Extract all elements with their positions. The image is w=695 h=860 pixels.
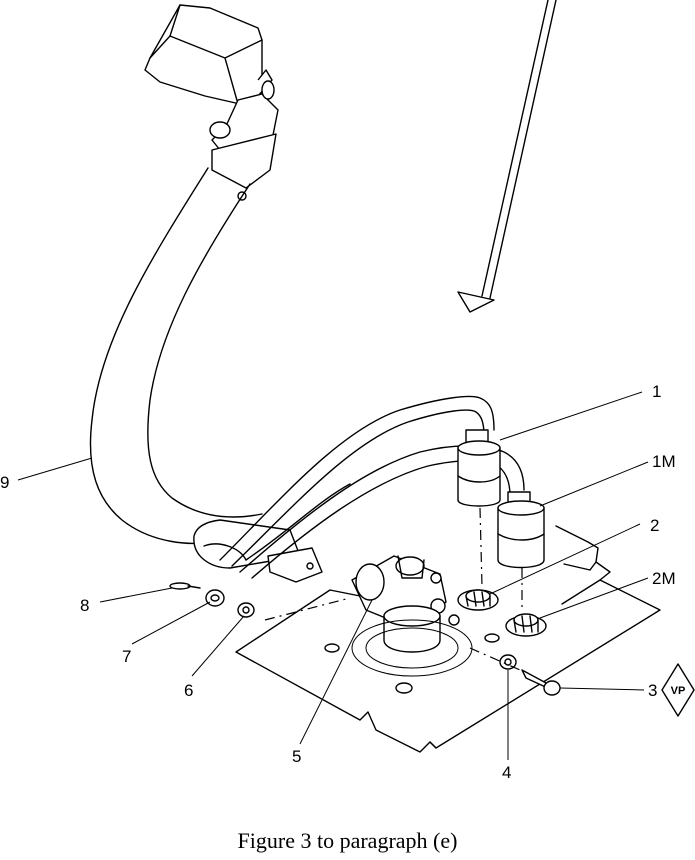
hardware-8-pin bbox=[169, 582, 201, 590]
callout-1m: 1M bbox=[652, 452, 676, 471]
leader-lines bbox=[17, 391, 649, 760]
callout-7: 7 bbox=[122, 647, 131, 666]
valve-bracket bbox=[351, 555, 473, 677]
callout-3: 3 bbox=[648, 681, 657, 700]
callout-5: 5 bbox=[292, 747, 301, 766]
vp-label: VP bbox=[671, 685, 686, 697]
sensor-1m bbox=[497, 491, 545, 569]
callout-4: 4 bbox=[502, 763, 511, 782]
nozzle-body bbox=[144, 4, 279, 201]
figure-caption: Figure 3 to paragraph (e) bbox=[237, 828, 458, 853]
vp-symbol: VP bbox=[661, 663, 695, 717]
callout-2: 2 bbox=[650, 516, 659, 535]
hardware-4-washer bbox=[499, 654, 517, 670]
fitting-2 bbox=[457, 589, 499, 611]
sensor-1 bbox=[457, 429, 501, 507]
base-plate bbox=[235, 525, 661, 753]
centerline-1 bbox=[479, 507, 483, 587]
small-hoses bbox=[219, 395, 525, 579]
main-hose bbox=[89, 167, 323, 583]
callout-6: 6 bbox=[184, 681, 193, 700]
hardware-3-bolt bbox=[469, 647, 561, 696]
callout-1: 1 bbox=[652, 382, 661, 401]
callout-2m: 2M bbox=[652, 569, 676, 588]
callout-8: 8 bbox=[80, 596, 89, 615]
hardware-7-nut bbox=[205, 589, 225, 607]
fitting-2m bbox=[505, 613, 547, 637]
callout-9: 9 bbox=[0, 473, 9, 492]
hardware-6-washer bbox=[237, 602, 255, 618]
direction-arrow bbox=[457, 0, 557, 313]
